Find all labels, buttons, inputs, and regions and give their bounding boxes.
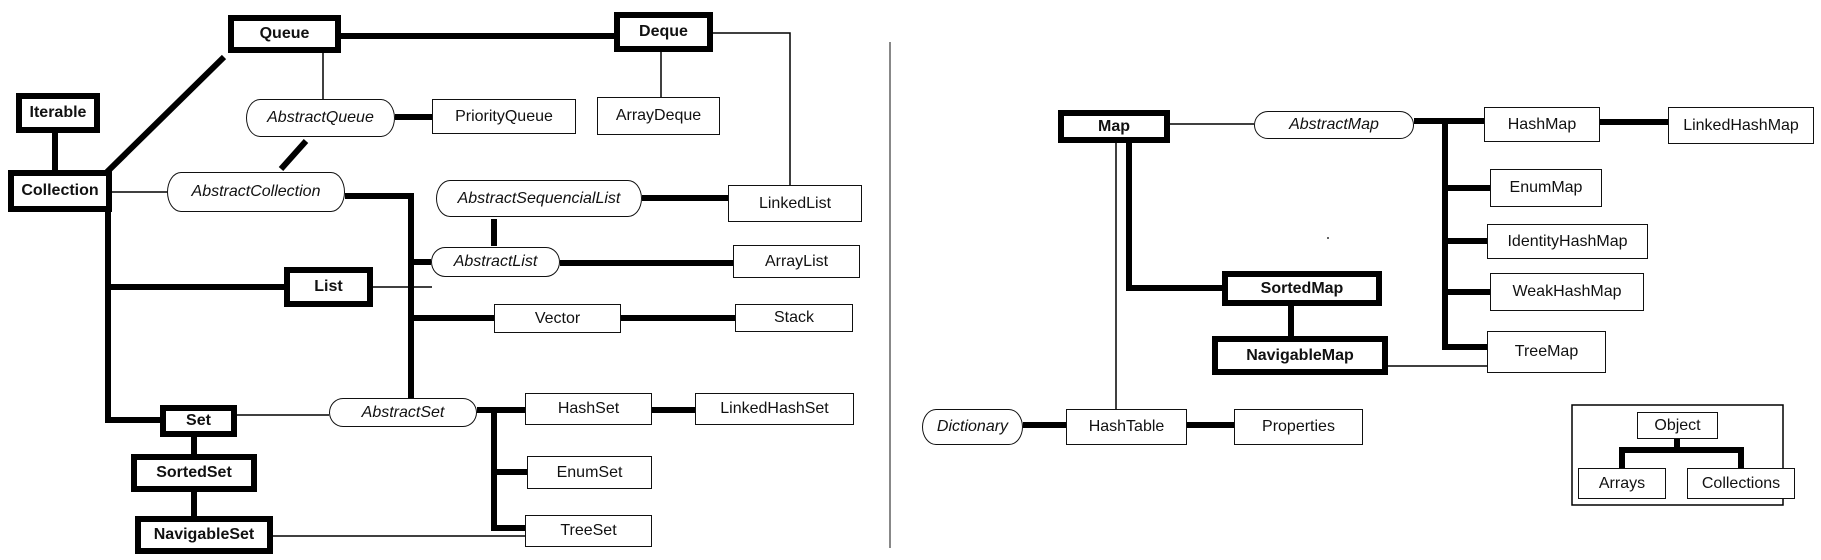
node-collection: Collection [8,170,112,212]
edge-abstractset-trunk [491,410,525,531]
node-collections: Collections [1687,468,1795,499]
node-vector: Vector [494,304,621,333]
node-abstractset: AbstractSet [329,398,477,427]
node-properties: Properties [1234,409,1363,445]
node-hashset: HashSet [525,393,652,425]
node-arraydeque: ArrayDeque [597,97,720,135]
node-abstractmap: AbstractMap [1254,111,1414,139]
node-linkedhashmap: LinkedHashMap [1668,107,1814,144]
node-queue: Queue [228,15,341,53]
node-enummap: EnumMap [1490,169,1602,207]
node-sortedset: SortedSet [131,454,257,492]
node-abstractcollection: AbstractCollection [167,172,345,212]
edge-abstractmap-trunk [1442,121,1487,350]
edge-abstractcollection-trunk [345,193,414,398]
node-deque: Deque [614,12,713,52]
node-priorityqueue: PriorityQueue [432,99,576,134]
utility-box-frame [1571,404,1784,506]
node-arraylist: ArrayList [733,245,860,278]
node-treeset: TreeSet [525,515,652,547]
node-navigablemap: NavigableMap [1212,336,1388,375]
edge-object-arrays-collections [1619,447,1744,470]
edge-map-sortedmap [1126,138,1222,291]
node-iterable: Iterable [16,93,100,133]
node-linkedhashset: LinkedHashSet [695,393,854,425]
edge-collection-queue [104,54,227,175]
node-abstractqueue: AbstractQueue [246,99,395,137]
edge-abstractqueue-abstractcollection [278,139,309,171]
node-navigableset: NavigableSet [135,516,273,554]
node-arrays: Arrays [1578,468,1666,499]
node-hashtable: HashTable [1066,409,1187,445]
node-identityhashmap: IdentityHashMap [1487,224,1648,259]
node-linkedlist: LinkedList [728,185,862,222]
node-hashmap: HashMap [1484,107,1600,142]
node-abstractlist: AbstractList [431,247,560,277]
node-stack: Stack [735,304,853,332]
stray-dot [1327,237,1329,239]
node-list: List [284,267,373,307]
node-dictionary: Dictionary [922,409,1023,445]
node-enumset: EnumSet [527,456,652,489]
node-treemap: TreeMap [1487,331,1606,373]
node-sortedmap: SortedMap [1222,271,1382,306]
edge-deque-linkedlist [713,32,791,186]
node-object: Object [1637,412,1718,439]
node-map: Map [1058,110,1170,143]
edge-collection-trunk [105,208,160,423]
node-abstractsequenciallist: AbstractSequencialList [436,180,642,217]
node-weakhashmap: WeakHashMap [1490,273,1644,311]
node-set: Set [160,405,237,437]
